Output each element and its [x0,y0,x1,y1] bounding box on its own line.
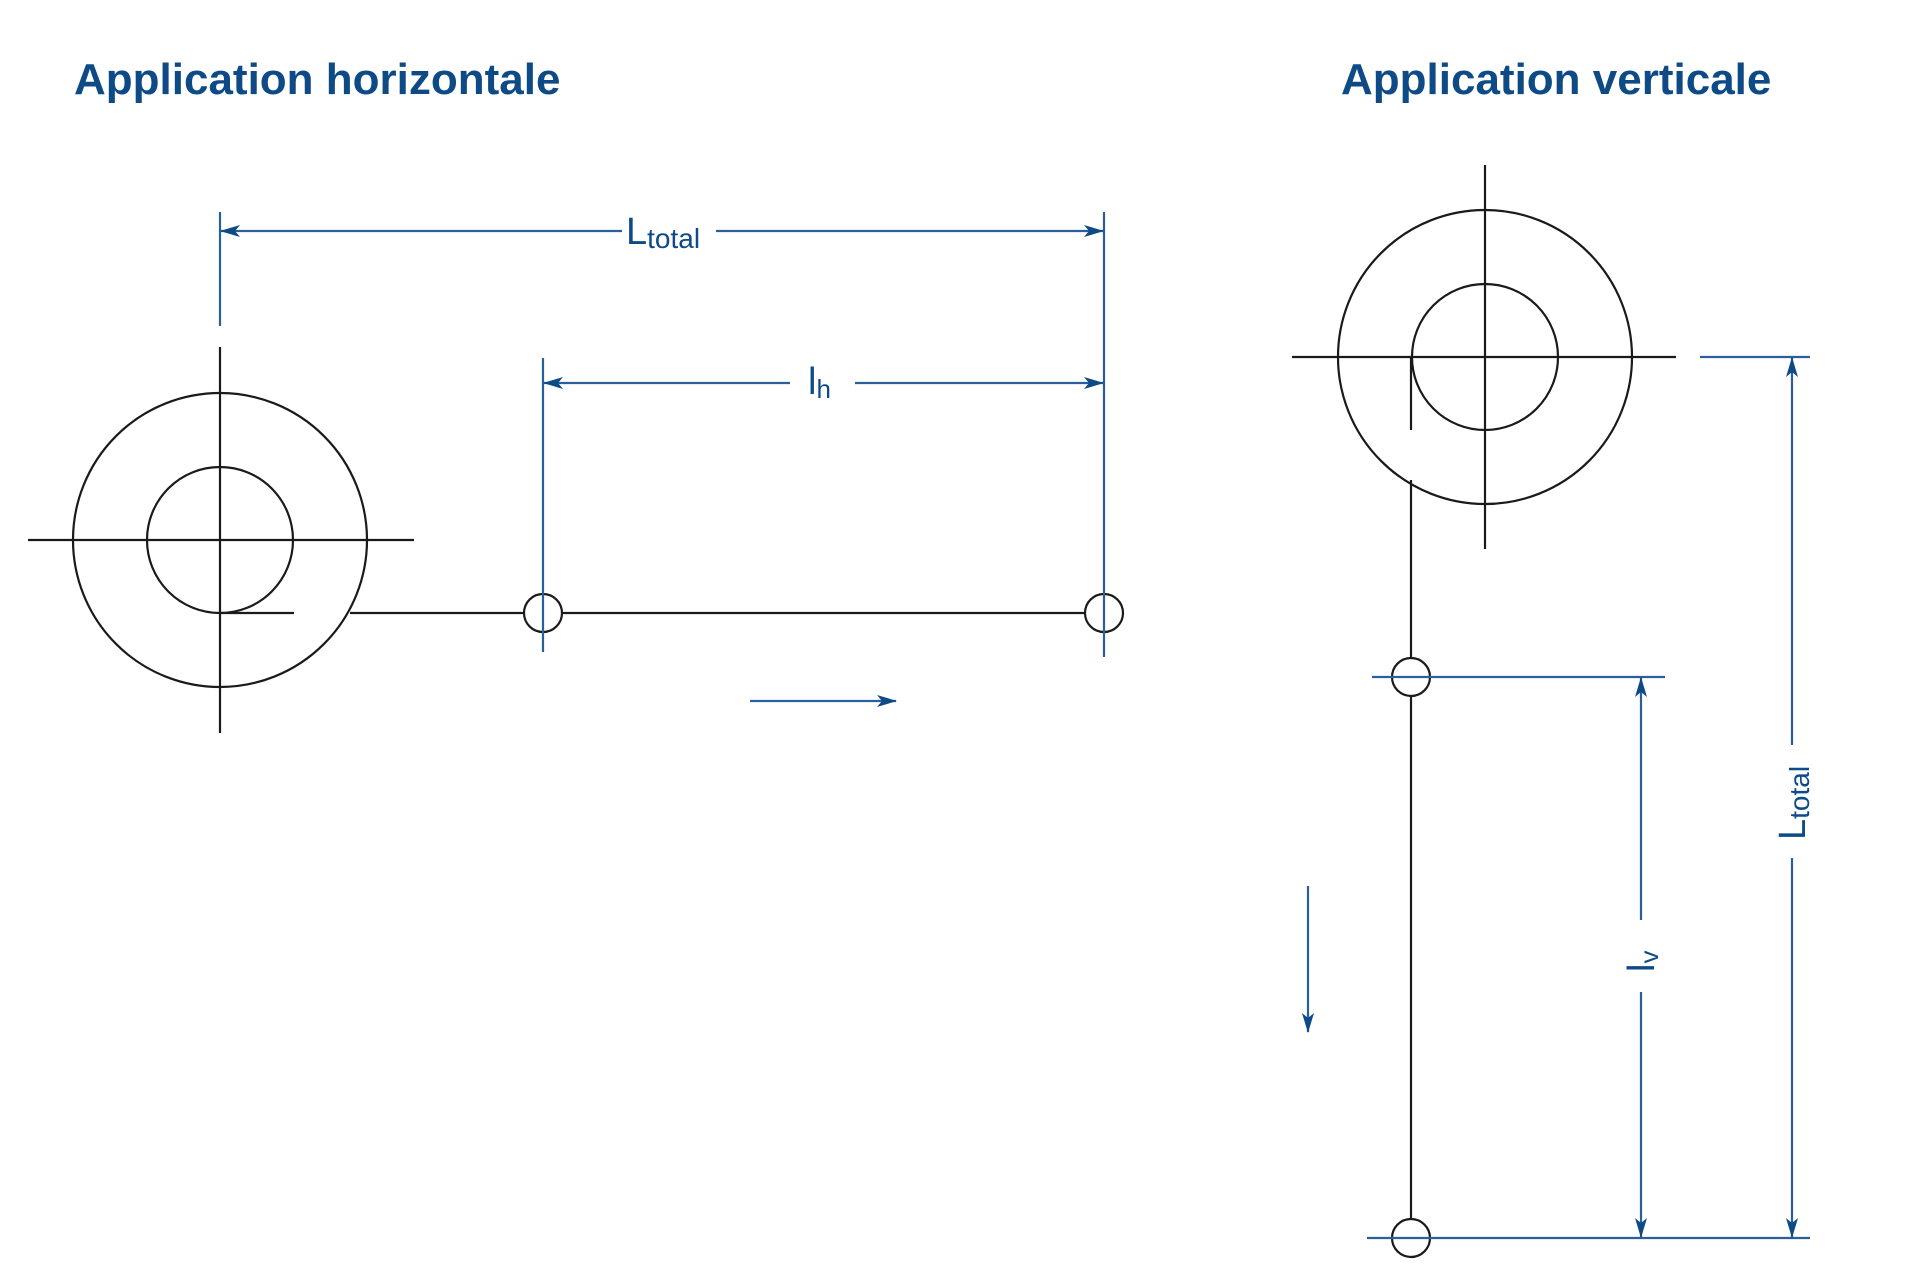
vertical-ltotal-main: L [1772,819,1814,840]
horizontal-ltotal-main: L [626,211,647,253]
vertical-lv-label: lv [1621,951,1664,972]
horizontal-title: Application horizontale [74,55,560,104]
vertical-lv-sub: v [1634,951,1664,964]
vertical-ltotal-sub: total [1784,766,1815,819]
horizontal-lh-main: l [808,361,816,403]
horizontal-lh-label: lh [808,361,831,404]
horizontal-reel [28,347,414,733]
horizontal-application: Application horizontale Ltotal lh [28,55,1125,733]
horizontal-ltotal-sub: total [647,223,700,254]
vertical-title: Application verticale [1341,55,1771,104]
vertical-ltotal-label: Ltotal [1772,766,1815,840]
horizontal-lh-sub: h [816,374,830,404]
horizontal-ltotal-label: Ltotal [626,211,700,254]
vertical-lv-main: l [1621,964,1663,972]
vertical-application: Application verticale Ltotal lv [1292,55,1815,1259]
vertical-reel [1292,165,1676,549]
